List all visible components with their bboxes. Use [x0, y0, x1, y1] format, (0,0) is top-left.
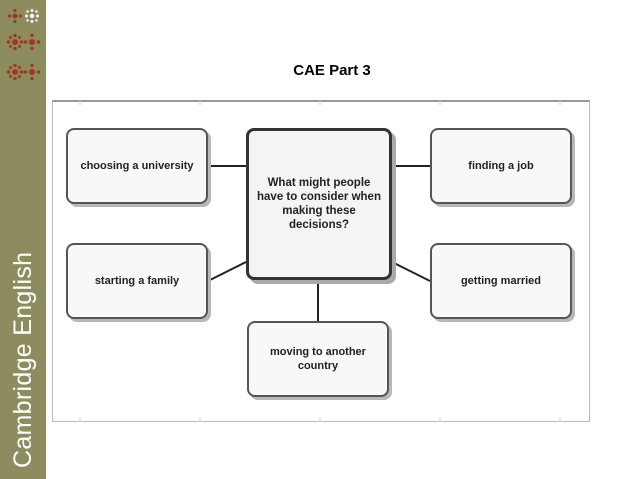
topic-choosing-university: choosing a university	[66, 128, 208, 204]
frame-gridlines	[79, 100, 561, 422]
central-question: What might people have to consider when …	[246, 128, 392, 280]
topic-starting-family: starting a family	[66, 243, 208, 319]
topic-moving-country: moving to another country	[247, 321, 389, 397]
topic-getting-married: getting married	[430, 243, 572, 319]
diagram-frame	[52, 100, 590, 422]
sidebar: Cambridge English	[0, 0, 46, 479]
slide-title: CAE Part 3	[293, 62, 371, 79]
cambridge-crest-icon	[6, 8, 41, 81]
topic-finding-job: finding a job	[430, 128, 572, 204]
